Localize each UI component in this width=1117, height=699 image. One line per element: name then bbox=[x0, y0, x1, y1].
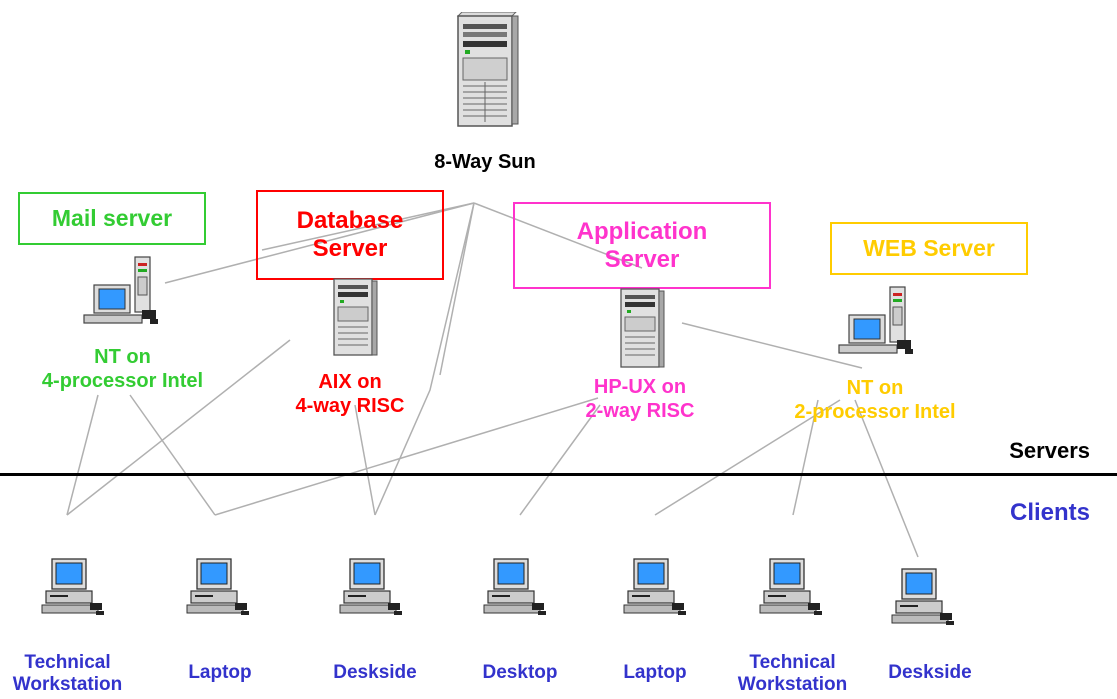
tier-divider bbox=[0, 473, 1117, 476]
clients-tier-label: Clients bbox=[1009, 499, 1090, 526]
client-label-1-line2: Workstation bbox=[12, 673, 123, 695]
client-label-6: Technical Workstation bbox=[730, 652, 855, 696]
client-label-5: Laptop bbox=[595, 662, 715, 685]
link-sun-application bbox=[473, 202, 643, 269]
client-icon-3 bbox=[338, 555, 408, 630]
client-label-4: Desktop bbox=[460, 662, 580, 685]
client-label-3: Deskside bbox=[315, 662, 435, 685]
link-web-deskside bbox=[854, 399, 919, 558]
link-mail-tech bbox=[66, 394, 99, 516]
database-server-title-2: Server bbox=[312, 235, 388, 262]
web-server-box: WEB Server bbox=[830, 222, 1028, 275]
client-icon-7 bbox=[890, 565, 960, 640]
mail-server-platform: NT on 4-processor Intel bbox=[0, 345, 245, 393]
application-server-box: Application Server bbox=[513, 202, 771, 289]
link-application-desktop bbox=[519, 404, 601, 516]
servers-tier-label: Servers bbox=[1009, 438, 1090, 463]
mail-platform-1: NT on bbox=[94, 346, 151, 368]
client-label-1: Technical Workstation bbox=[5, 652, 130, 696]
mail-platform-2: 4-processor Intel bbox=[41, 370, 204, 392]
client-label-4-line1: Desktop bbox=[482, 662, 558, 683]
central-server-icon bbox=[450, 11, 520, 127]
client-label-7-line1: Deskside bbox=[888, 662, 972, 683]
link-application-web bbox=[681, 322, 863, 369]
link-web-tech bbox=[792, 399, 819, 516]
link-database-deskside bbox=[354, 404, 376, 516]
client-label-3-line1: Deskside bbox=[333, 662, 417, 683]
application-server-title-2: Server bbox=[604, 245, 680, 273]
database-server-icon bbox=[330, 275, 380, 357]
mail-server-icon bbox=[80, 255, 165, 330]
web-server-platform: NT on 2-processor Intel bbox=[760, 376, 990, 424]
database-platform-2: 4-way RISC bbox=[295, 395, 405, 417]
client-label-5-line1: Laptop bbox=[623, 662, 687, 683]
central-server-label: 8-Way Sun bbox=[434, 151, 536, 173]
application-server-icon bbox=[617, 285, 667, 370]
link-application-laptop bbox=[214, 397, 599, 516]
database-server-platform: AIX on 4-way RISC bbox=[255, 370, 445, 418]
client-icon-4 bbox=[482, 555, 552, 630]
client-icon-2 bbox=[185, 555, 255, 630]
application-server-title-1: Application bbox=[576, 217, 708, 245]
mail-server-box: Mail server bbox=[18, 192, 206, 245]
client-icon-5 bbox=[622, 555, 692, 630]
link-mail-laptop bbox=[129, 394, 216, 516]
link-sun-mail bbox=[164, 202, 475, 284]
web-server-icon bbox=[835, 285, 920, 360]
client-label-7: Deskside bbox=[870, 662, 990, 685]
client-label-2: Laptop bbox=[160, 662, 280, 685]
database-server-box: Database Server bbox=[256, 190, 444, 280]
link-web-laptop bbox=[654, 399, 841, 516]
database-platform-1: AIX on bbox=[318, 371, 382, 393]
web-platform-2: 2-processor Intel bbox=[794, 401, 956, 423]
application-platform-1: HP-UX on bbox=[593, 376, 687, 398]
client-icon-1 bbox=[40, 555, 110, 630]
database-server-title-1: Database bbox=[296, 207, 404, 235]
application-server-platform: HP-UX on 2-way RISC bbox=[545, 375, 735, 423]
link-sun-deskside bbox=[439, 202, 475, 376]
web-platform-1: NT on bbox=[846, 377, 904, 399]
web-server-title: WEB Server bbox=[863, 235, 995, 262]
client-label-1-line1: Technical bbox=[24, 652, 111, 673]
client-icon-6 bbox=[758, 555, 828, 630]
client-label-6-line2: Workstation bbox=[737, 673, 848, 695]
link-database-tech bbox=[66, 339, 291, 516]
mail-server-title: Mail server bbox=[51, 205, 173, 232]
link-sun-database bbox=[261, 202, 475, 251]
application-platform-2: 2-way RISC bbox=[585, 400, 695, 422]
client-label-2-line1: Laptop bbox=[188, 662, 252, 683]
client-label-6-line1: Technical bbox=[749, 652, 836, 673]
